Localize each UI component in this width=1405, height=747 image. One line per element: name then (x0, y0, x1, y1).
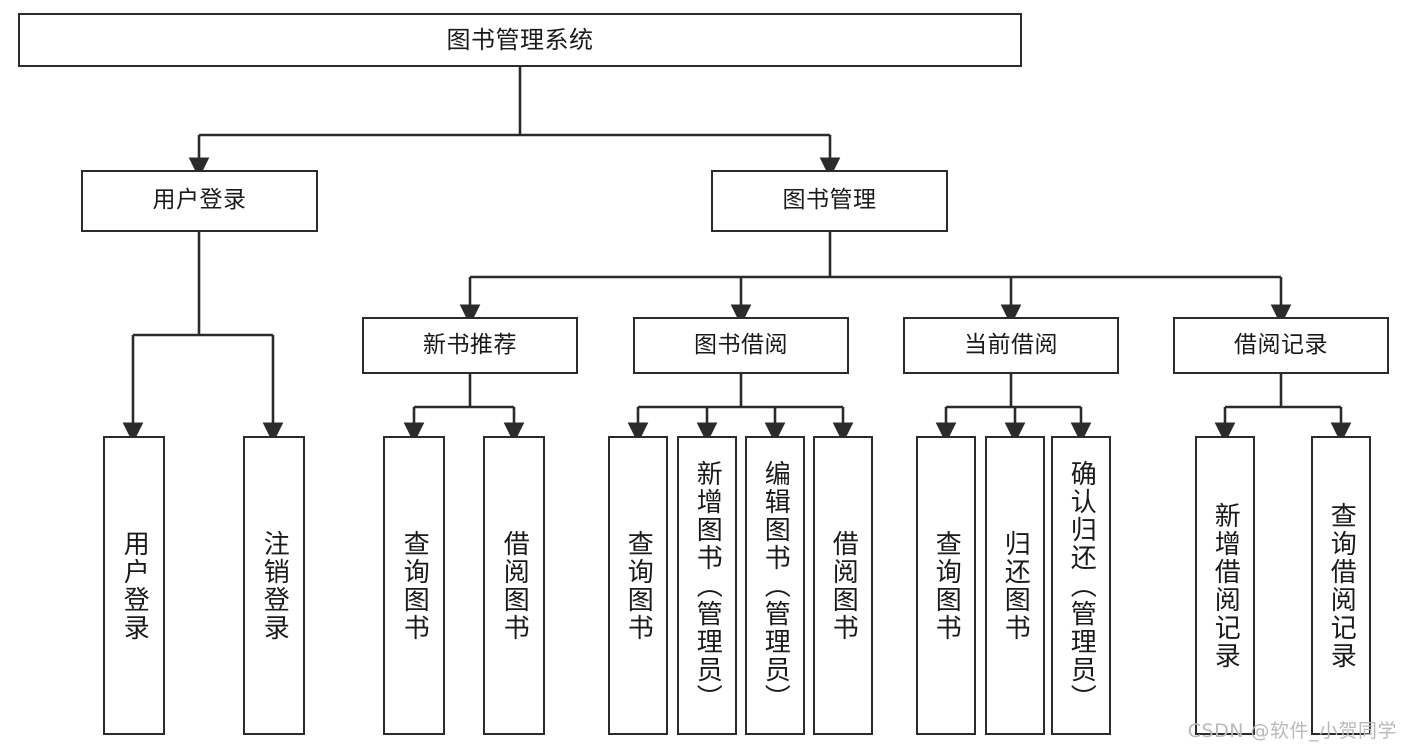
node-leaf-query-book-2-label: 查询图书 (623, 529, 654, 642)
node-root[interactable]: 图书管理系统 (18, 13, 1022, 67)
node-book-manage[interactable]: 图书管理 (711, 170, 948, 232)
node-book-manage-label: 图书管理 (782, 187, 877, 214)
node-borrow-record-label: 借阅记录 (1234, 331, 1328, 358)
node-leaf-user-login[interactable]: 用户登录 (103, 436, 165, 735)
node-current-borrow-label: 当前借阅 (964, 331, 1058, 358)
node-new-book-recommend-label: 新书推荐 (423, 331, 517, 358)
node-leaf-logout-label: 注销登录 (259, 529, 290, 642)
node-leaf-borrow-book-2[interactable]: 借阅图书 (813, 436, 873, 735)
node-leaf-return-book[interactable]: 归还图书 (985, 436, 1045, 735)
node-leaf-edit-book-label: 编辑图书（管理员） (760, 459, 791, 712)
node-leaf-add-record-label: 新增借阅记录 (1210, 501, 1241, 670)
node-borrow-record[interactable]: 借阅记录 (1173, 317, 1389, 374)
node-leaf-query-book-3[interactable]: 查询图书 (916, 436, 976, 735)
node-leaf-return-book-label: 归还图书 (1000, 529, 1031, 642)
node-leaf-query-book-1[interactable]: 查询图书 (383, 436, 445, 735)
node-leaf-query-book-3-label: 查询图书 (931, 529, 962, 642)
node-leaf-borrow-book-1-label: 借阅图书 (499, 529, 530, 642)
node-leaf-borrow-book-1[interactable]: 借阅图书 (483, 436, 545, 735)
node-leaf-edit-book[interactable]: 编辑图书（管理员） (745, 436, 805, 735)
node-new-book-recommend[interactable]: 新书推荐 (362, 317, 578, 374)
node-leaf-confirm-return[interactable]: 确认归还（管理员） (1051, 436, 1111, 735)
node-leaf-add-book[interactable]: 新增图书（管理员） (677, 436, 737, 735)
watermark: CSDN @软件_小贺同学 (1187, 720, 1397, 742)
node-leaf-add-book-label: 新增图书（管理员） (692, 459, 723, 712)
node-user-login[interactable]: 用户登录 (81, 170, 318, 232)
node-current-borrow[interactable]: 当前借阅 (903, 317, 1119, 374)
node-leaf-user-login-label: 用户登录 (119, 529, 150, 642)
node-book-borrow-label: 图书借阅 (694, 331, 788, 358)
node-leaf-borrow-book-2-label: 借阅图书 (828, 529, 859, 642)
node-root-label: 图书管理系统 (446, 25, 594, 54)
node-leaf-query-book-2[interactable]: 查询图书 (608, 436, 668, 735)
node-leaf-confirm-return-label: 确认归还（管理员） (1066, 459, 1097, 712)
node-leaf-add-record[interactable]: 新增借阅记录 (1195, 436, 1255, 735)
node-leaf-logout[interactable]: 注销登录 (243, 436, 305, 735)
node-leaf-query-record[interactable]: 查询借阅记录 (1311, 436, 1371, 735)
node-leaf-query-book-1-label: 查询图书 (399, 529, 430, 642)
node-book-borrow[interactable]: 图书借阅 (633, 317, 849, 374)
node-user-login-label: 用户登录 (152, 187, 247, 214)
node-leaf-query-record-label: 查询借阅记录 (1326, 501, 1357, 670)
